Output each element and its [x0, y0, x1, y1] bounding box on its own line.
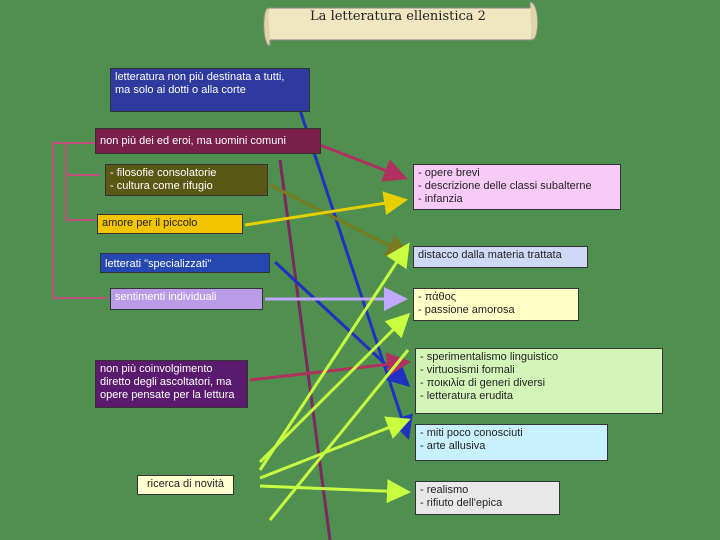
box-coinvolgimento: non più coinvolgimento diretto degli asc…: [95, 360, 248, 408]
box-realismo: - realismo - rifiuto dell'epica: [415, 481, 560, 515]
bracket-connector-3: [65, 175, 95, 221]
box-letterati-specializzati: letterati "specializzati": [100, 253, 270, 273]
arrow-b8-r2: [258, 242, 410, 471]
arrow-b8-r6: [259, 479, 411, 504]
arrow-b5-r4: [273, 260, 411, 388]
arrow-b2-r6: [278, 159, 332, 540]
box-ricerca-novita: ricerca di novità: [137, 475, 234, 495]
box-pathos: - πάθος - passione amorosa: [413, 288, 579, 321]
arrow-b2-r1: [319, 143, 408, 182]
box-miti: - miti poco conosciuti - arte allusiva: [415, 424, 608, 461]
scroll-curl-right: [529, 1, 539, 41]
arrow-b8-r5: [259, 416, 411, 480]
page-title: La letteratura ellenistica 2: [310, 9, 486, 24]
arrow-r4-r3: [268, 349, 410, 521]
box-uomini-comuni: non più dei ed eroi, ma uomini comuni: [95, 128, 321, 154]
scroll-curl-left: [263, 7, 271, 47]
arrow-b8-r3: [258, 312, 411, 464]
box-amore-piccolo: amore per il piccolo: [97, 214, 243, 234]
arrow-b3-r2: [269, 183, 411, 257]
box-letteratura-dotti: letteratura non più destinata a tutti, m…: [110, 68, 310, 112]
bracket-connector-2: [52, 142, 108, 299]
box-opere-brevi: - opere brevi - descrizione delle classi…: [413, 164, 621, 210]
bracket-connector: [65, 142, 100, 176]
box-sentimenti: sentimenti individuali: [110, 288, 263, 310]
arrow-b4-r1: [244, 191, 408, 227]
box-filosofie: - filosofie consolatorie - cultura come …: [105, 164, 268, 196]
box-distacco: distacco dalla materia trattata: [413, 246, 588, 268]
box-sperimentalismo: - sperimentalismo linguistico - virtuosi…: [415, 348, 663, 414]
arrow-b7-r4: [249, 352, 411, 382]
